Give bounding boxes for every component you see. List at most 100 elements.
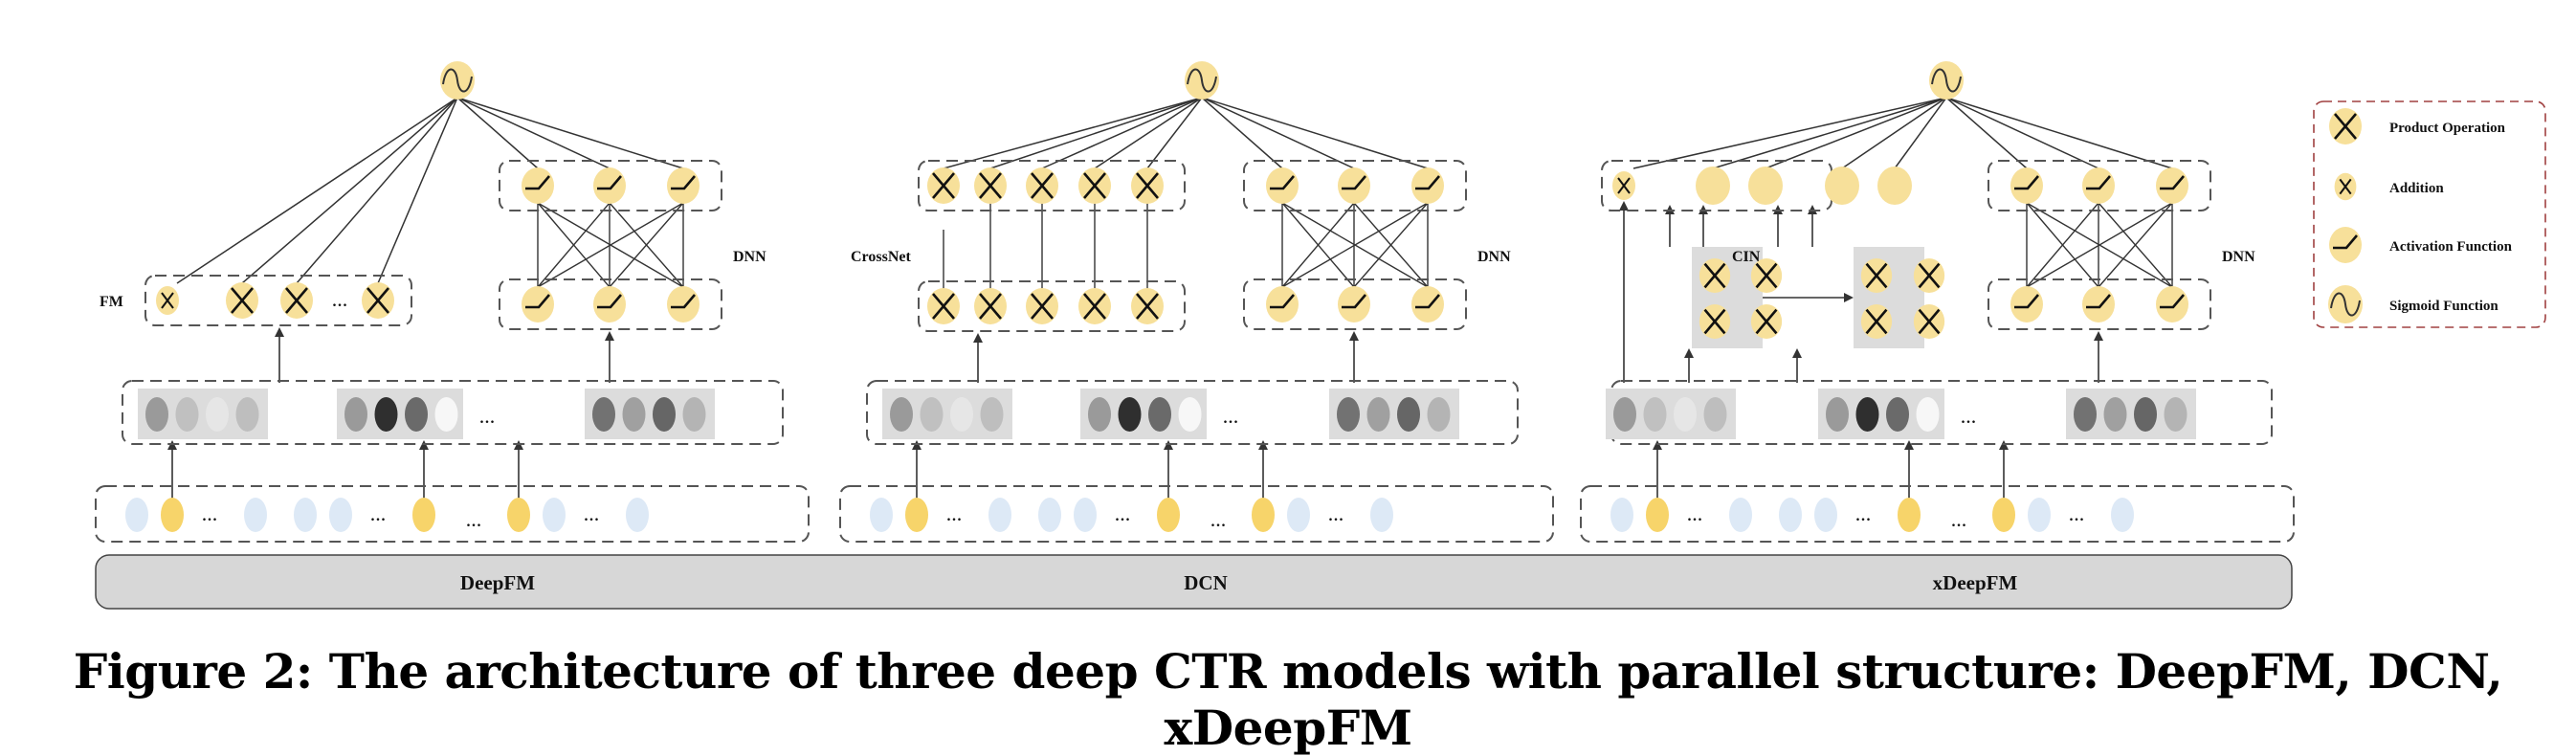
activation-node <box>2156 167 2188 204</box>
arrow-head <box>2094 331 2103 341</box>
product-node <box>1860 303 1893 340</box>
sigmoid-node <box>2328 285 2363 323</box>
arrow-head <box>1349 331 1359 341</box>
dnn-label: DNN <box>733 249 766 265</box>
embedding-unit <box>1397 397 1420 432</box>
activation-function-icon <box>1266 286 1299 322</box>
legend-label: Product Operation <box>2389 121 2506 136</box>
plain-node <box>1877 167 1912 205</box>
cross-mark <box>932 172 955 199</box>
cross-mark <box>1865 262 1888 289</box>
output-node <box>1696 167 1730 205</box>
input-feature-inactive <box>870 498 893 532</box>
activation-node <box>1266 286 1299 322</box>
crossnet-label: CrossNet <box>851 249 911 265</box>
output-edge <box>989 97 1203 169</box>
arrow-head <box>1844 293 1854 302</box>
boxes-layer <box>95 160 2295 610</box>
activation-function-icon <box>593 286 626 322</box>
product-node <box>1913 257 1945 294</box>
edges-layer <box>167 97 2173 500</box>
model-name-dcn: DCN <box>1184 571 1228 594</box>
ellipsis-text: ... <box>946 501 963 525</box>
input-feature-active <box>905 498 928 532</box>
input-feature-active <box>412 498 435 532</box>
embedding-unit <box>890 397 913 432</box>
product-node <box>1750 257 1783 294</box>
arrow-head <box>973 333 983 343</box>
relu-mark <box>1415 294 1440 309</box>
dnn-top-layer-box <box>1243 160 1467 211</box>
activation-function-icon <box>2156 286 2188 322</box>
ellipsis-text: ... <box>1210 507 1227 531</box>
fm-layer-box <box>144 275 412 326</box>
dnn-top-layer-box <box>499 160 722 211</box>
cross-mark <box>1083 172 1106 199</box>
embedding-unit <box>175 397 199 432</box>
input-feature-active <box>1157 498 1180 532</box>
output-edge <box>1945 97 2173 169</box>
ellipsis-text: ... <box>1855 501 1872 525</box>
plain-node <box>1696 167 1730 205</box>
arrow-head <box>1904 440 1914 450</box>
sigmoid-curve <box>1931 68 1962 93</box>
addition-node <box>156 286 179 315</box>
output-edge <box>1094 97 1203 169</box>
dnn-edge <box>537 202 611 288</box>
dnn-edge <box>537 202 684 288</box>
product-node <box>974 167 1007 204</box>
cross-mark <box>1703 262 1726 289</box>
output-node <box>1877 167 1912 205</box>
product-node <box>974 288 1007 324</box>
activation-function-icon <box>2010 286 2043 322</box>
cross-mark <box>1031 172 1054 199</box>
activation-node <box>1266 167 1299 204</box>
embedding-unit <box>1366 397 1390 432</box>
addition-node <box>1612 171 1635 200</box>
embedding-unit <box>1826 397 1849 432</box>
sigmoid-curve <box>1187 68 1217 93</box>
activation-function-icon <box>667 167 700 204</box>
activation-function-icon <box>2156 167 2188 204</box>
embedding-unit <box>1178 397 1202 432</box>
cross-mark <box>231 287 254 314</box>
relu-mark <box>1270 294 1295 309</box>
cross-mark <box>2339 178 2352 195</box>
arrow-head <box>1684 348 1694 358</box>
cross-mark <box>979 293 1002 320</box>
cross-mark <box>161 292 174 309</box>
activation-function-icon <box>667 286 700 322</box>
ellipsis-text: ... <box>466 507 482 531</box>
output-edge <box>1201 97 1429 169</box>
activation-node <box>522 167 554 204</box>
dnn-edge <box>2098 202 2173 288</box>
input-feature-inactive <box>2111 498 2134 532</box>
product-node <box>1750 303 1783 340</box>
output-edge <box>1712 97 1947 169</box>
cross-mark <box>1918 262 1941 289</box>
arrow-head <box>1792 348 1802 358</box>
relu-mark <box>2160 294 2185 309</box>
cross-mark <box>1136 172 1159 199</box>
output-edge <box>377 97 458 284</box>
input-feature-inactive <box>1729 498 1752 532</box>
embedding-unit <box>1118 397 1142 432</box>
product-node <box>1026 167 1058 204</box>
cross-mark <box>1755 262 1778 289</box>
figure-caption: Figure 2: The architecture of three deep… <box>73 643 2503 756</box>
arrow-head <box>605 331 614 341</box>
ellipsis-text: ... <box>1687 501 1703 525</box>
activation-function-icon <box>2082 286 2115 322</box>
model-name-xdeepfm: xDeepFM <box>1933 571 2018 594</box>
embedding-unit <box>235 397 259 432</box>
input-feature-inactive <box>1074 498 1097 532</box>
activation-node <box>1338 167 1370 204</box>
dnn-edge <box>1353 202 1429 288</box>
input-feature-inactive <box>988 498 1011 532</box>
input-layer-box <box>839 485 1554 543</box>
output-edge <box>456 97 684 169</box>
activation-node <box>1411 286 1444 322</box>
embedding-unit <box>206 397 229 432</box>
product-node <box>927 167 960 204</box>
